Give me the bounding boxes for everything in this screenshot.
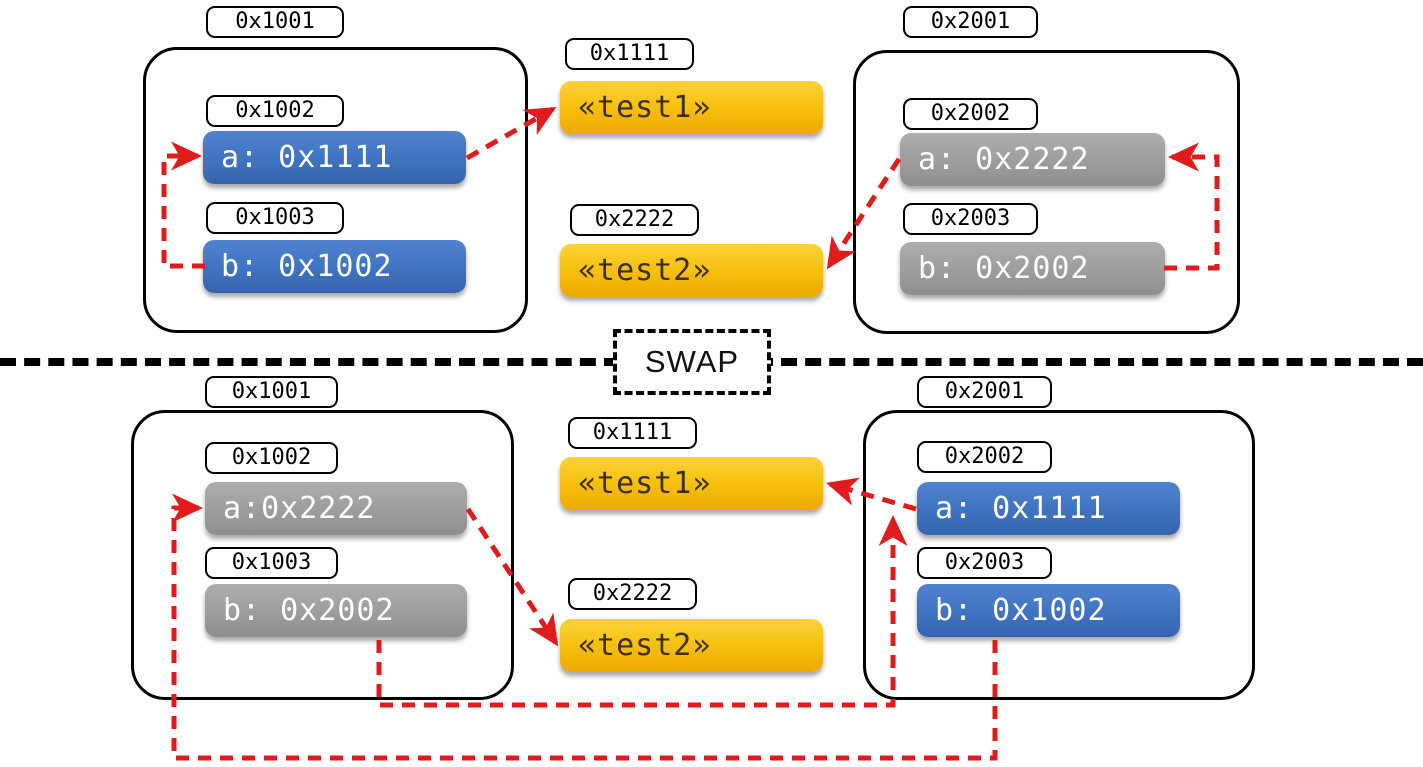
address-tag-0x1111-after: 0x1111 [568, 417, 697, 449]
swap-label-box: SWAP [613, 329, 771, 395]
address-tag-0x1003-before: 0x1003 [206, 202, 344, 234]
value-cell-a-after-right: a: 0x1111 [917, 482, 1180, 535]
address-tag-0x2222-after: 0x2222 [568, 578, 697, 610]
address-tag-0x2001-before: 0x2001 [903, 6, 1038, 38]
address-tag-0x2002-after: 0x2002 [917, 441, 1052, 473]
address-tag-0x1001-before: 0x1001 [206, 6, 344, 38]
value-cell-a-before-left: a: 0x1111 [203, 131, 466, 184]
address-tag-0x2001-after: 0x2001 [917, 376, 1052, 408]
address-tag-0x1001-after: 0x1001 [205, 376, 338, 408]
swap-divider-right [757, 358, 1423, 366]
string-cell-test2-before: «test2» [560, 244, 823, 297]
string-cell-test1-after: «test1» [560, 457, 823, 510]
address-tag-0x1003-after: 0x1003 [205, 547, 338, 579]
address-tag-0x2003-after: 0x2003 [917, 547, 1052, 579]
value-cell-b-after-right: b: 0x1002 [917, 584, 1180, 637]
string-cell-test1-before: «test1» [560, 81, 823, 134]
address-tag-0x2222-before: 0x2222 [570, 204, 699, 236]
value-cell-a-after-left: a:0x2222 [205, 482, 467, 535]
address-tag-0x1002-before: 0x1002 [206, 95, 344, 127]
swap-divider-left [0, 358, 620, 366]
value-cell-b-before-right: b: 0x2002 [900, 242, 1165, 295]
string-cell-test2-after: «test2» [560, 619, 823, 672]
address-tag-0x2002-before: 0x2002 [903, 98, 1038, 130]
value-cell-b-after-left: b: 0x2002 [205, 584, 467, 637]
value-cell-b-before-left: b: 0x1002 [203, 240, 466, 293]
swap-label: SWAP [644, 344, 740, 379]
value-cell-a-before-right: a: 0x2222 [900, 133, 1165, 186]
address-tag-0x1111-before: 0x1111 [565, 38, 694, 70]
address-tag-0x2003-before: 0x2003 [903, 203, 1038, 235]
address-tag-0x1002-after: 0x1002 [205, 442, 338, 474]
